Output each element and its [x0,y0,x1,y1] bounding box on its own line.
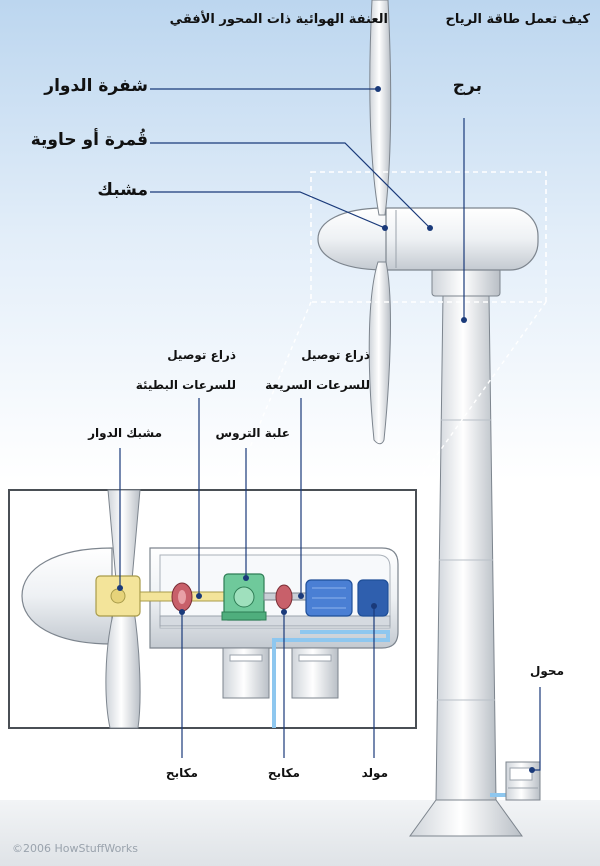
tower [409,267,523,837]
copyright: ©2006 HowStuffWorks [12,842,138,855]
label-high-speed-shaft-line1: ذراع توصيل [301,348,370,362]
label-tower: برج [452,76,482,96]
zoom-region [310,171,547,303]
nacelle [317,207,539,271]
callout-lines-inset [119,398,541,771]
label-transformer: محول [529,664,564,678]
label-generator: مولد [361,766,388,780]
label-low-speed-shaft-line2: للسرعات البطيئة [135,378,236,392]
label-brake-high: مكابح [267,766,300,780]
label-low-speed-shaft-line1: ذراع توصيل [167,348,236,362]
label-nacelle: قُمرة أو حاوية [30,130,148,150]
label-gearbox: علبة التروس [215,426,290,440]
label-rotor-blade: شفرة الدوار [44,76,148,96]
label-hub: مشبك [97,180,148,200]
detail-inset [8,489,417,729]
label-rotor-hub: مشبك الدوار [88,426,162,440]
label-high-speed-shaft-line2: للسرعات السريعة [265,378,370,392]
header-title-sub: العنفة الهوائية ذات المحور الأفقي [169,12,388,27]
callout-lines-upper [150,88,465,320]
transformer [505,761,541,801]
label-brake-low: مكابح [165,766,198,780]
rotor-blades [368,0,392,445]
header-title-main: كيف تعمل طاقة الرياح [445,12,590,27]
